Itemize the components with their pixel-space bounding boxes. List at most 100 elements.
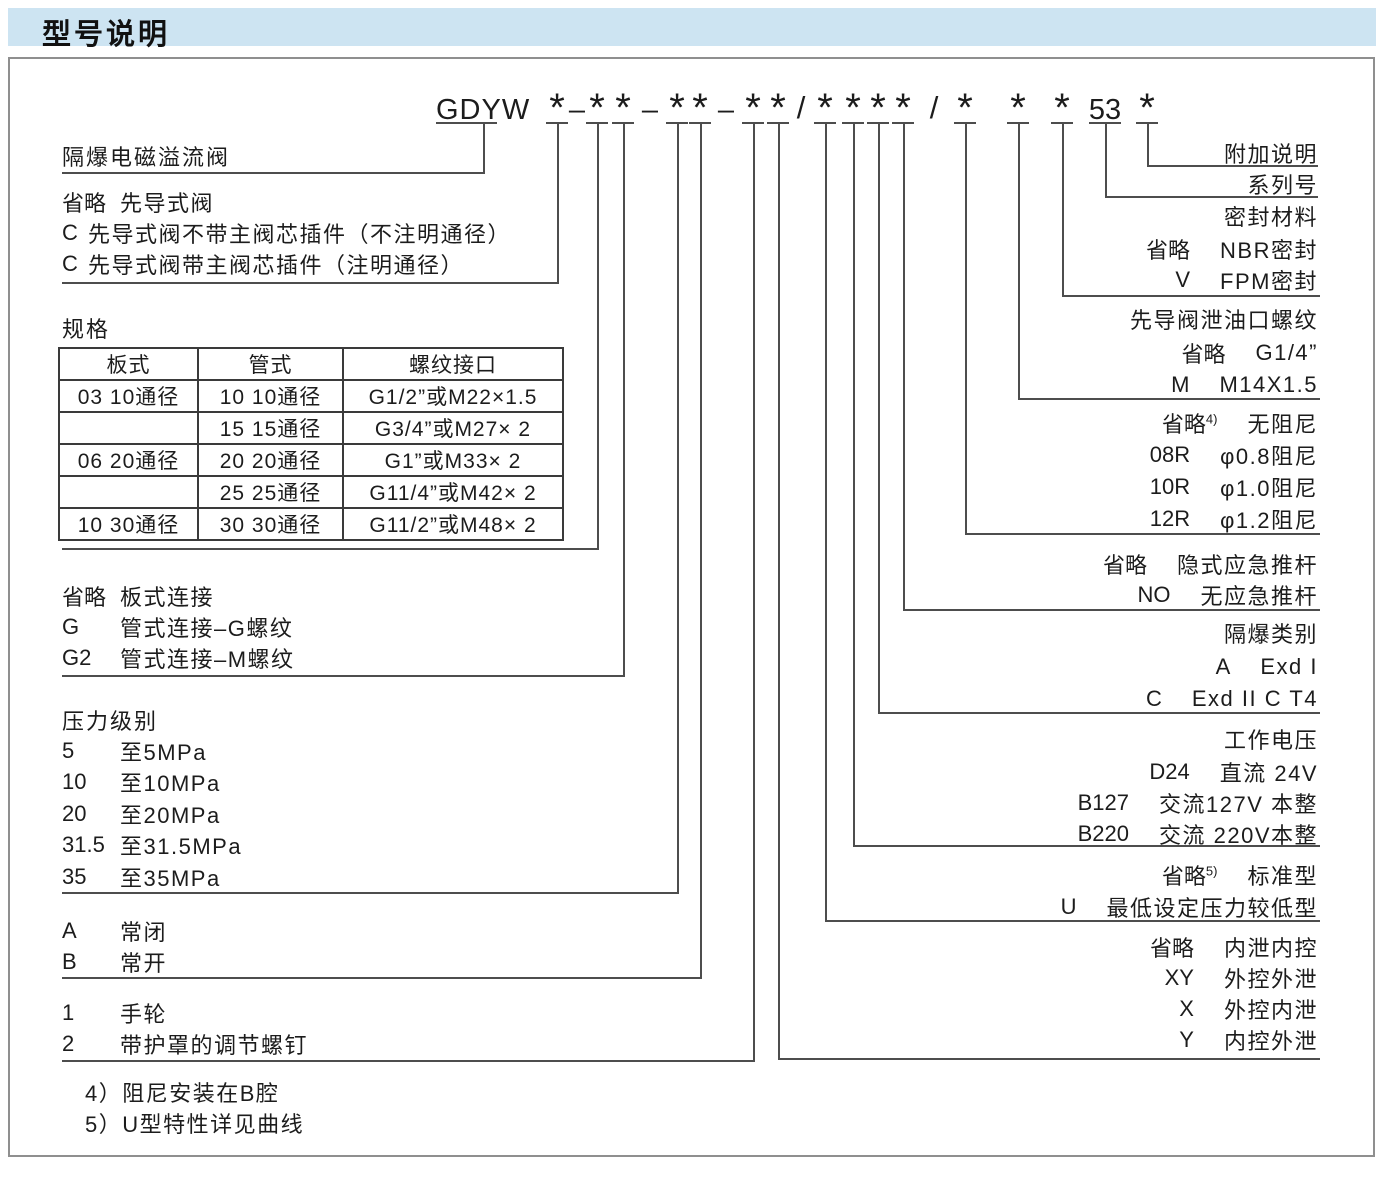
option-desc: 常闭: [120, 919, 168, 945]
option-code: B: [62, 948, 77, 974]
option-desc: φ0.8阻尼: [1220, 444, 1318, 469]
connector-line: [1147, 124, 1149, 165]
spec-table: 板式 管式 螺纹接口 03 10通径 10 10通径 G1/2”或M22×1.5…: [58, 347, 564, 541]
option-row: 5 至5MPa: [62, 735, 242, 767]
connector-line: [965, 124, 967, 533]
option-row: D24 直流 24V: [1078, 756, 1318, 787]
spec-cell: G3/4”或M27× 2: [342, 411, 564, 445]
model-code-star: *: [870, 86, 886, 130]
connector-line: [483, 124, 485, 172]
model-code-prefix: GDYW: [436, 94, 531, 126]
option-desc: 隐式应急推杆: [1176, 552, 1318, 578]
model-code-star: *: [589, 86, 605, 130]
code-tick: [546, 122, 568, 124]
connector-line: [557, 124, 559, 282]
option-code: B220: [1077, 820, 1129, 846]
connector-line: [903, 124, 905, 609]
code-tick: [666, 122, 688, 124]
spec-col-header: 板式: [58, 347, 199, 381]
option-code: U: [1060, 894, 1077, 919]
code-tick: [1051, 122, 1073, 124]
model-code-star: *: [549, 86, 565, 130]
option-code: D24: [1149, 758, 1190, 784]
option-row: 1 手轮: [62, 997, 308, 1028]
option-row: G 管式连接–G螺纹: [62, 611, 295, 642]
connector-line: [778, 124, 780, 1058]
option-row: 省略4) 无阻尼: [1150, 407, 1318, 439]
option-code: A: [62, 917, 77, 943]
option-desc: M14X1.5: [1219, 372, 1318, 397]
model-code-slash: /: [796, 90, 806, 125]
model-code-slash: /: [929, 90, 939, 125]
option-desc: 至31.5MPa: [120, 834, 243, 860]
footnote: 5）U型特性详见曲线: [85, 1112, 305, 1137]
section-title-bar: 型号说明: [8, 8, 1376, 51]
connector-line: [62, 1060, 755, 1062]
model-code-star: *: [745, 86, 761, 130]
model-code-star: *: [895, 86, 911, 130]
block-heading: 工作电压: [1223, 728, 1318, 753]
additional-note-block: 附加说明: [1224, 137, 1318, 167]
code-tick: [1089, 122, 1121, 124]
option-row: Y 内控外泄: [1150, 1024, 1318, 1055]
option-desc: 至5MPa: [120, 739, 207, 765]
option-code: B127: [1077, 789, 1129, 815]
option-code: 08R: [1149, 442, 1191, 467]
model-code-star: *: [957, 86, 973, 130]
option-row: 2 带护罩的调节螺钉: [62, 1028, 308, 1059]
option-desc: 最低设定压力较低型: [1106, 896, 1318, 921]
option-desc: 无阻尼: [1247, 412, 1318, 437]
option-code: A: [1215, 654, 1231, 679]
option-desc: 带护罩的调节螺钉: [120, 1032, 309, 1058]
code-tick: [767, 122, 789, 124]
option-row: 10R φ1.0阻尼: [1150, 471, 1318, 503]
option-code: 1: [62, 999, 75, 1025]
option-code: NO: [1137, 581, 1171, 607]
explosion-class-block: 隔爆类别 A Exd I C Exd II C T4: [1146, 619, 1318, 715]
control-drain-block: 省略 内泄内控 XY 外控外泄 X 外控内泄 Y 内控外泄: [1150, 931, 1318, 1055]
seal-material-block: 密封材料 省略 NBR密封 V FPM密封: [1146, 202, 1318, 295]
spec-row: 03 10通径 10 10通径 G1/2”或M22×1.5: [58, 379, 564, 413]
connector-line: [62, 892, 679, 894]
option-row: X 外控内泄: [1150, 993, 1318, 1024]
option-desc: G1/4”: [1255, 340, 1318, 365]
option-code: 省略5): [1162, 859, 1218, 891]
spec-row: 06 20通径 20 20通径 G1”或M33× 2: [58, 443, 564, 477]
option-desc: FPM密封: [1220, 268, 1318, 294]
option-row: 12R φ1.2阻尼: [1150, 503, 1318, 535]
option-code: G: [62, 613, 80, 639]
diagram-frame: [8, 57, 1375, 1157]
option-code-text: 省略: [1161, 412, 1206, 437]
spec-header-row: 板式 管式 螺纹接口: [58, 347, 564, 381]
spec-cell: 10 30通径: [58, 507, 199, 541]
option-desc: 先导式阀: [120, 190, 215, 216]
connector-line: [623, 124, 625, 675]
option-row: 31.5 至31.5MPa: [62, 830, 242, 862]
connector-line: [677, 124, 679, 892]
option-desc: Exd I: [1260, 654, 1318, 679]
option-code-sup: 5): [1205, 863, 1218, 879]
option-code: 省略: [1102, 552, 1147, 578]
option-desc: 手轮: [120, 1001, 168, 1027]
connector-line: [597, 124, 599, 548]
option-desc: 内控外泄: [1223, 1028, 1318, 1054]
spec-cell: 10 10通径: [197, 379, 344, 413]
option-code: X: [1179, 995, 1194, 1021]
option-code: C: [1145, 686, 1162, 711]
option-desc: Exd II C T4: [1191, 686, 1318, 711]
option-code: XY: [1164, 964, 1194, 990]
code-tick: [689, 122, 711, 124]
option-desc: 外控内泄: [1223, 997, 1318, 1023]
connector-line: [903, 609, 1320, 611]
option-code: 10R: [1149, 474, 1191, 499]
option-desc: 无应急推杆: [1200, 583, 1318, 609]
series-no-block: 系列号: [1247, 168, 1318, 198]
option-row: 省略 板式连接: [62, 580, 295, 611]
model-code-series: 53: [1088, 94, 1122, 126]
option-code-sup: 4): [1205, 411, 1218, 427]
code-tick: [586, 122, 608, 124]
pilot-drain-thread-block: 先导阀泄油口螺纹 省略 G1/4” M M14X1.5: [1130, 305, 1318, 401]
code-tick: [892, 122, 914, 124]
option-row: G2 管式连接–M螺纹: [62, 642, 295, 673]
option-row: C Exd II C T4: [1146, 683, 1318, 715]
